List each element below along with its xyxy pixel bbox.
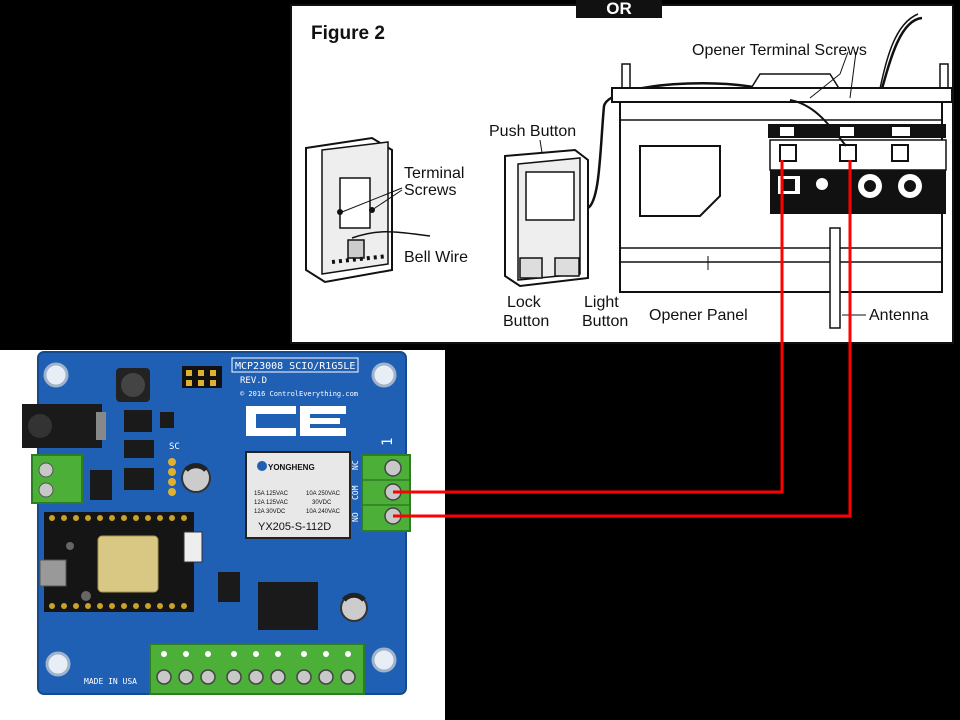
red-wires: [393, 160, 852, 518]
terminal-nc-label: NC: [351, 460, 360, 470]
opener-terminal-screws-label: Opener Terminal Screws: [692, 42, 867, 59]
terminal-screws-label-2: Screws: [404, 182, 456, 199]
relay-rating-6: 10A 240VAC: [306, 509, 341, 515]
figure-2-panel: OR Figure 2 Terminal Screws Bell Wire Pu…: [290, 0, 954, 344]
switch: [183, 531, 203, 563]
board-copyright: © 2016 ControlEverything.com: [240, 390, 358, 398]
relay-brand: YONGHENG: [268, 463, 315, 472]
light-button-label-2: Button: [582, 313, 628, 330]
push-button-illustration: [504, 82, 791, 288]
red-wire-no: [393, 160, 852, 518]
regulator-ic: [124, 410, 152, 432]
board-revision: REV.D: [240, 376, 267, 386]
relay: YONGHENG 15A 125VAC 12A 125VAC 12A 30VDC…: [245, 451, 351, 539]
mount-hole-tl: [43, 362, 69, 388]
antenna-label: Antenna: [869, 307, 929, 324]
usb-port: [39, 559, 67, 587]
opener-panel-label: Opener Panel: [649, 307, 748, 324]
top-tab: [576, 0, 662, 18]
chip-label: MCP23008 SCIO/R1G5LE: [235, 361, 355, 372]
fuse: [124, 440, 154, 458]
sc-label: SC: [169, 442, 180, 452]
figure-title: Figure 2: [311, 23, 385, 44]
relay-rating-4: 10A 250VAC: [306, 491, 341, 497]
relay-model: YX205-S-112D: [258, 521, 331, 533]
red-wire-com: [393, 160, 784, 494]
relay-rating-3: 12A 30VDC: [254, 509, 286, 515]
mount-hole-tr: [371, 362, 397, 388]
lock-button-label-1: Lock: [507, 294, 542, 311]
power-terminal: [31, 454, 83, 504]
top-tab-label: OR: [606, 0, 632, 18]
mcu-module: [39, 512, 194, 612]
ce-logo: [246, 406, 346, 436]
relay-number: 1: [380, 438, 396, 446]
bell-wire-label: Bell Wire: [404, 249, 468, 266]
relay-rating-5: 30VDC: [312, 500, 332, 506]
terminal-com-label: COM: [351, 485, 360, 500]
terminal-screws-label-1: Terminal: [404, 165, 464, 182]
made-in-label: MADE IN USA: [84, 677, 137, 686]
terminal-no-label: NO: [351, 512, 360, 522]
terminal-screw-nc: [384, 459, 402, 477]
relay-rating-2: 12A 125VAC: [254, 500, 289, 506]
lock-button-label-2: Button: [503, 313, 549, 330]
relay-board: MCP23008 SCIO/R1G5LE REV.D © 2016 Contro…: [0, 350, 445, 720]
relay-rating-1: 15A 125VAC: [254, 491, 289, 497]
pin-header: [182, 366, 222, 388]
io-terminal-block: [149, 643, 365, 695]
mount-hole-br: [371, 647, 397, 673]
diode: [124, 468, 154, 490]
wall-button-illustration: [305, 136, 393, 284]
push-button-label: Push Button: [489, 123, 576, 140]
mount-hole-bl: [45, 651, 71, 677]
light-button-label-1: Light: [584, 294, 619, 311]
mcp23008-chip: [258, 582, 318, 630]
